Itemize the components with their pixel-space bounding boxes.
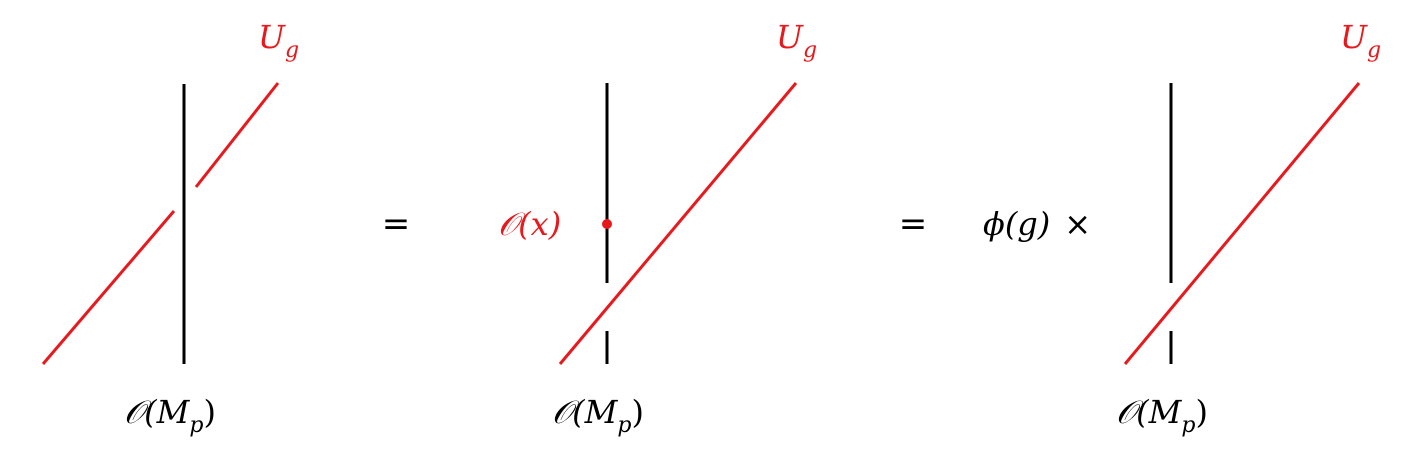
panel-3-u-label: Ug [1340,18,1381,63]
equals-sign-2: = [899,204,928,244]
panel-1-u-label: Ug [258,18,299,63]
phi-factor: ϕ(g)× [983,205,1091,243]
equals-sign-1: = [382,204,411,244]
panel-2-point-dot [602,219,612,229]
panel-1: Ug 𝒪(Mp) [41,18,299,438]
panel-1-red-line-upper [194,82,280,188]
panel-3-bottom-label: 𝒪(Mp) [1116,393,1208,438]
panel-2: 𝒪(x) Ug 𝒪(Mp) [498,18,817,438]
panel-1-bottom-label: 𝒪(Mp) [124,393,216,438]
panel-2-point-label: 𝒪(x) [498,205,561,243]
panel-2-bottom-label: 𝒪(Mp) [552,393,644,438]
panel-1-red-line-lower [41,210,176,365]
panel-2-u-label: Ug [776,18,817,63]
panel-3-red-line [1123,82,1361,365]
panel-3: Ug 𝒪(Mp) [1116,18,1381,438]
panel-2-red-line [558,82,798,365]
